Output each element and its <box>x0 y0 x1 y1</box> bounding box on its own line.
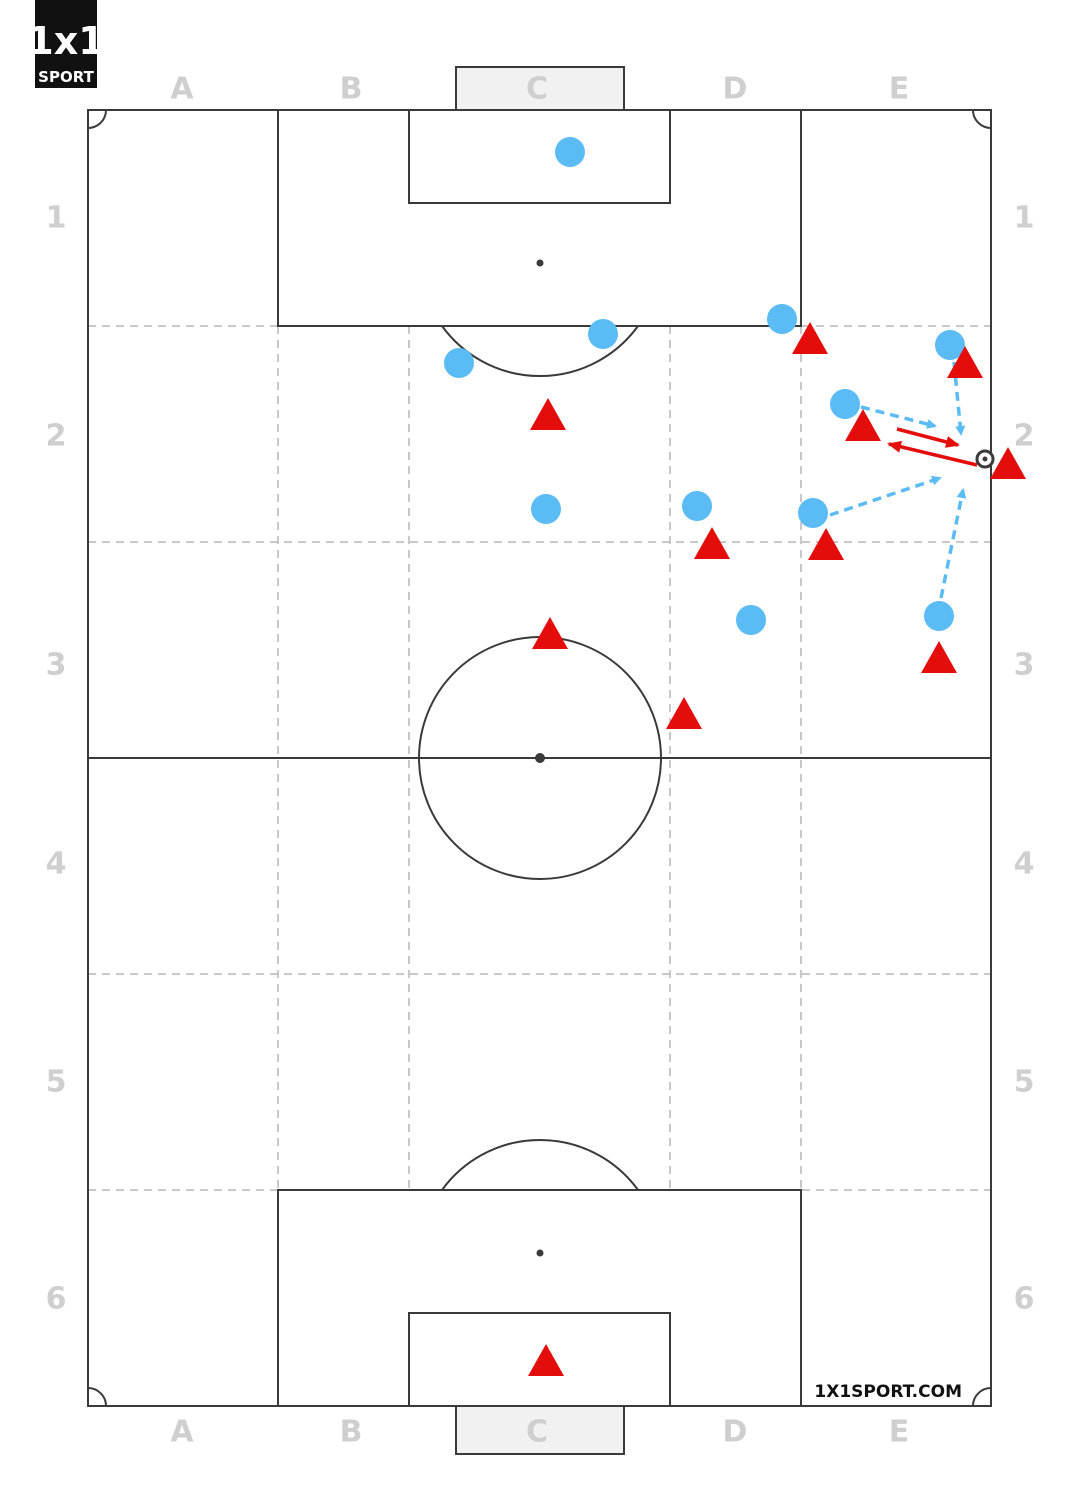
pitch-spots <box>535 259 545 1257</box>
movement-arrow <box>952 361 966 436</box>
row-label-3: 3 <box>1014 648 1035 683</box>
column-label-b: B <box>340 1415 363 1450</box>
column-labels-top: A B C D E <box>170 72 909 107</box>
row-label-3: 3 <box>46 648 67 683</box>
website-label: 1X1SPORT.COM <box>814 1382 962 1402</box>
row-label-6: 6 <box>46 1282 67 1317</box>
red-team <box>528 322 1026 1376</box>
bottom-goal-area <box>408 1312 671 1407</box>
red-player[interactable] <box>947 346 983 378</box>
top-goal-area <box>408 109 671 204</box>
bottom-penalty-spot <box>536 1249 544 1257</box>
blue-player[interactable] <box>555 137 585 167</box>
row-label-1: 1 <box>1014 201 1035 236</box>
top-penalty-spot <box>536 259 544 267</box>
bottom-penalty-arc <box>441 1139 639 1191</box>
column-labels-bottom: A B C D E <box>170 1415 909 1450</box>
row-label-5: 5 <box>1014 1065 1035 1100</box>
row-label-4: 4 <box>46 847 67 882</box>
column-label-c: C <box>526 72 548 107</box>
red-player[interactable] <box>792 322 828 354</box>
blue-player[interactable] <box>830 389 860 419</box>
column-label-a: A <box>170 1415 194 1450</box>
center-spot <box>535 753 545 763</box>
red-player[interactable] <box>694 527 730 559</box>
blue-player[interactable] <box>531 494 561 524</box>
corner-arc <box>87 1387 107 1407</box>
red-player[interactable] <box>532 617 568 649</box>
red-player[interactable] <box>530 398 566 430</box>
red-player[interactable] <box>666 697 702 729</box>
row-label-1: 1 <box>46 201 67 236</box>
column-label-a: A <box>170 72 194 107</box>
row-label-2: 2 <box>46 419 67 454</box>
ball-icon[interactable] <box>975 449 995 469</box>
row-label-4: 4 <box>1014 847 1035 882</box>
red-player[interactable] <box>845 409 881 441</box>
column-label-d: D <box>723 72 748 107</box>
blue-player[interactable] <box>798 498 828 528</box>
blue-player[interactable] <box>924 601 954 631</box>
column-label-e: E <box>889 72 910 107</box>
logo-background <box>35 0 97 88</box>
corner-arc <box>972 1387 992 1407</box>
blue-player[interactable] <box>767 304 797 334</box>
top-goal <box>455 66 625 111</box>
column-label-c: C <box>526 1415 548 1450</box>
corner-arc <box>87 109 107 129</box>
pass-arrow <box>896 427 960 448</box>
movement-arrow <box>939 488 967 599</box>
logo-mark: 1x1 <box>27 19 104 63</box>
row-labels-right: 1 2 3 4 5 6 <box>1014 201 1035 1317</box>
row-label-5: 5 <box>46 1065 67 1100</box>
column-label-d: D <box>723 1415 748 1450</box>
blue-player[interactable] <box>935 330 965 360</box>
blue-player[interactable] <box>588 319 618 349</box>
brand-logo: 1x1 SPORT <box>27 0 105 88</box>
movement-arrows <box>829 361 967 599</box>
pass-arrow <box>887 440 978 467</box>
row-label-6: 6 <box>1014 1282 1035 1317</box>
red-player[interactable] <box>921 641 957 673</box>
row-labels-left: 1 2 3 4 5 6 <box>46 201 67 1317</box>
blue-player[interactable] <box>444 348 474 378</box>
corner-arc <box>972 109 992 129</box>
red-player[interactable] <box>990 447 1026 479</box>
column-label-e: E <box>889 1415 910 1450</box>
red-goalkeeper[interactable] <box>528 1344 564 1376</box>
blue-team <box>444 137 965 635</box>
red-player[interactable] <box>808 528 844 560</box>
movement-arrow <box>829 475 942 517</box>
column-label-b: B <box>340 72 363 107</box>
row-label-2: 2 <box>1014 419 1035 454</box>
blue-player[interactable] <box>682 491 712 521</box>
pass-arrows <box>887 427 978 467</box>
logo-word: SPORT <box>38 68 94 86</box>
blue-player[interactable] <box>736 605 766 635</box>
movement-arrow <box>860 405 937 429</box>
